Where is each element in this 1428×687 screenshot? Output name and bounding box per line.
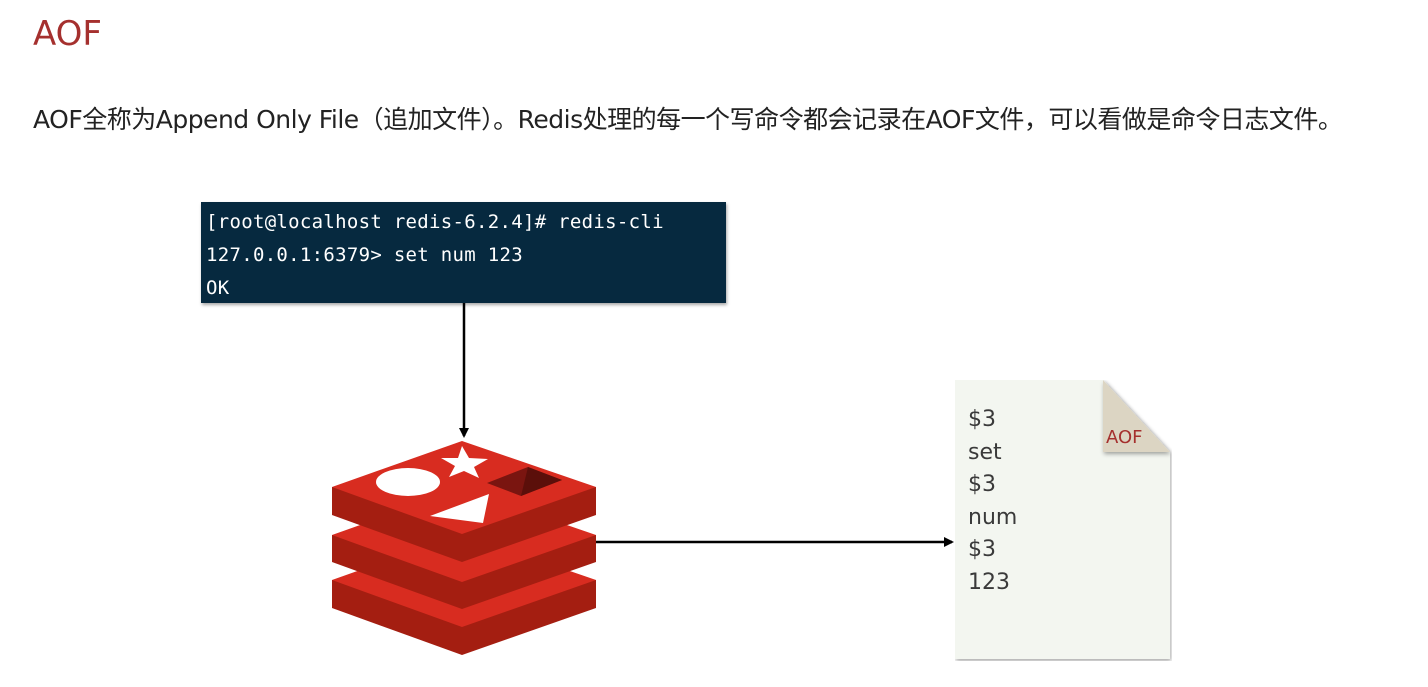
aof-file-label: AOF <box>1106 427 1143 448</box>
redis-logo-icon <box>332 441 596 655</box>
aof-line: $3 <box>968 537 996 563</box>
aof-line: $3 <box>968 407 996 432</box>
aof-line: $3 <box>968 472 996 498</box>
aof-file-document: $3 set $3 num $3 123 AOF <box>955 380 1172 661</box>
aof-line: 123 <box>968 569 1010 595</box>
terminal-line: [root@localhost redis-6.2.4]# redis-cli <box>206 211 664 233</box>
description-text: AOF全称为Append Only File（追加文件）。Redis处理的每一个… <box>33 105 1343 134</box>
terminal-line: 127.0.0.1:6379> set num 123 <box>206 244 523 266</box>
aof-command-list: $3 set $3 num $3 123 <box>968 404 1017 600</box>
page-title: AOF <box>33 14 102 54</box>
terminal-line: OK <box>206 277 230 299</box>
document-icon <box>955 380 1170 659</box>
aof-line: set <box>968 439 1002 465</box>
aof-line: num <box>968 504 1018 530</box>
terminal-window: [root@localhost redis-6.2.4]# redis-cli … <box>201 202 726 303</box>
